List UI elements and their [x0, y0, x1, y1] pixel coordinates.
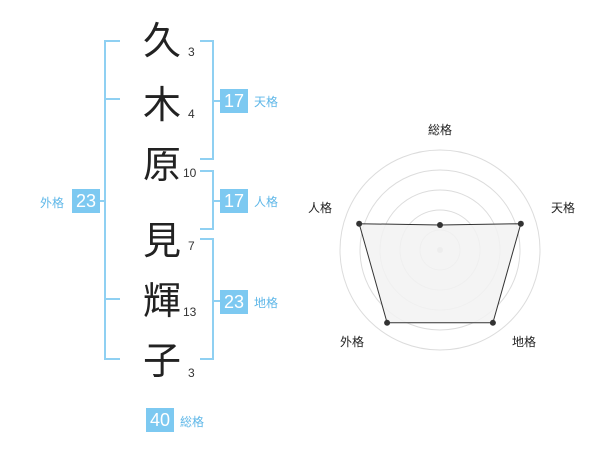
radar-label-tenkaku: 天格	[551, 201, 576, 215]
radar-label-gaikaku: 外格	[340, 335, 365, 349]
radar-point-3	[489, 319, 496, 326]
stroke-count-2: 4	[188, 107, 195, 121]
gaikaku-value-badge: 23	[72, 189, 100, 213]
jinkaku-value-badge: 17	[220, 189, 248, 213]
gaikaku-label: 外格	[40, 196, 65, 210]
stroke-count-5: 13	[183, 305, 197, 319]
name-char-5: 輝	[142, 279, 181, 323]
radar-label-chikaku: 地格	[512, 335, 537, 349]
stroke-count-3: 10	[183, 166, 197, 180]
jinkaku-label: 人格	[254, 195, 279, 209]
stroke-count-1: 3	[188, 45, 195, 59]
radar-label-soukaku: 総格	[428, 123, 453, 137]
name-char-3: 原	[142, 143, 181, 187]
chikaku-label: 地格	[254, 296, 279, 310]
radar-point-1	[437, 222, 443, 228]
soukaku-value-badge: 40	[146, 408, 174, 432]
name-char-6: 子	[142, 339, 181, 383]
radar-grid-ring	[339, 149, 541, 351]
name-char-4: 見	[142, 219, 181, 263]
stroke-count-6: 3	[188, 366, 195, 380]
tenkaku-value-badge: 17	[220, 89, 248, 113]
chikaku-value-badge: 23	[220, 290, 248, 314]
radar-label-jinkaku: 人格	[308, 201, 333, 215]
radar-grid-ring	[359, 169, 521, 331]
radar-point-4	[384, 319, 391, 326]
radar-point-5	[356, 220, 363, 227]
radar-polygon	[358, 223, 522, 324]
radar-point-2	[517, 220, 524, 227]
soukaku-label: 総格	[180, 415, 205, 429]
stroke-count-4: 7	[188, 239, 195, 253]
tenkaku-label: 天格	[254, 95, 279, 109]
name-char-2: 木	[142, 83, 181, 127]
name-char-1: 久	[142, 19, 181, 63]
